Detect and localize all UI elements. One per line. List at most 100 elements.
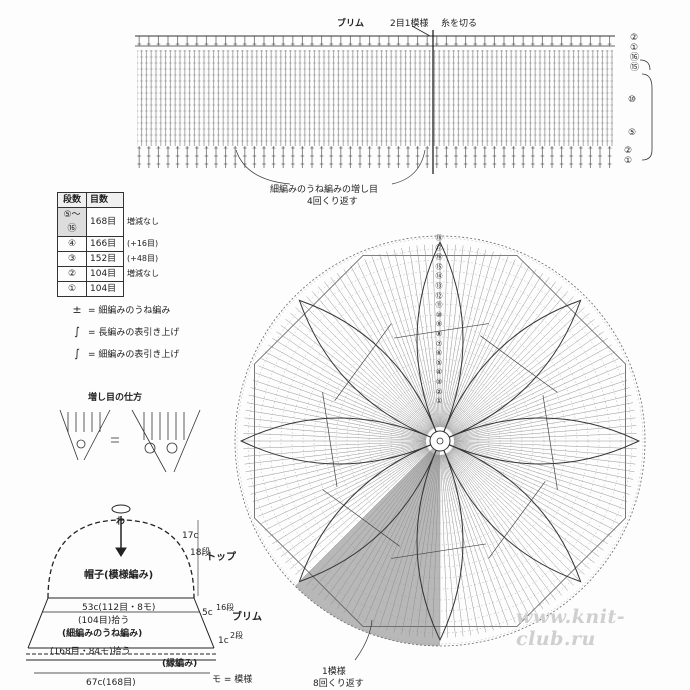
radial-stitch — [416, 245, 439, 428]
radial-stitch — [248, 444, 427, 488]
radial-stitch — [295, 307, 430, 432]
table-row: ③ 152目 (+48目) — [57, 251, 163, 267]
top-row-number: ⑮ — [435, 262, 443, 271]
radial-stitch — [446, 269, 537, 429]
radial-stitch — [276, 448, 429, 551]
radial-stitch — [393, 249, 437, 428]
radial-stitch — [453, 443, 634, 480]
radial-stitch — [350, 453, 434, 617]
radial-stitch — [453, 444, 632, 488]
stitch-row — [346, 347, 534, 535]
bottom-width: 67c(168目) — [86, 678, 136, 688]
symbol-legend: ± = 細編みのうね編み ∫ = 長編みの表引き上げ ∫ = 細編みの表引き上げ — [70, 298, 179, 364]
brim-repeat-note: 4回くり返す — [307, 197, 358, 207]
radial-stitch — [449, 301, 580, 432]
radial-stitch — [449, 450, 580, 581]
radial-stitch — [276, 331, 429, 434]
radial-stitch — [244, 417, 427, 440]
petal-connector — [542, 394, 558, 490]
table-row: ② 104目 増減なし — [57, 266, 163, 282]
legend-item: ∫ = 細編みの表引き上げ — [70, 342, 179, 364]
legend-item: ∫ = 長編みの表引き上げ — [70, 320, 179, 342]
pickup-104: (104目)拾う — [78, 616, 130, 626]
radial-stitch — [452, 365, 622, 436]
radial-stitch — [343, 269, 434, 429]
radial-stitch — [451, 337, 608, 434]
radial-stitch — [336, 273, 433, 430]
petal-outline — [416, 240, 464, 442]
radial-stitch — [453, 409, 635, 440]
brim-label: ブリム — [232, 612, 262, 623]
radial-stitch — [442, 454, 479, 635]
radial-stitch — [324, 452, 432, 601]
radial-stitch — [378, 454, 436, 629]
radial-stitch — [453, 442, 636, 465]
radial-stitch — [440, 454, 448, 638]
radial-stitch — [285, 449, 430, 564]
legend-item: ± = 細編みのうね編み — [70, 298, 179, 320]
radial-stitch — [280, 449, 429, 557]
radial-stitch — [350, 265, 434, 429]
radial-stitch — [446, 453, 530, 617]
radial-stitch — [330, 452, 433, 605]
petal-connector — [480, 335, 558, 393]
top-row-number: ⑬ — [435, 281, 443, 290]
radial-stitch — [450, 307, 585, 432]
radial-stitch — [443, 249, 487, 428]
radial-stitch — [453, 417, 636, 440]
radial-stitch — [446, 453, 537, 613]
increase-method-title: 増し目の仕方 — [88, 393, 143, 403]
radial-stitch — [317, 451, 432, 596]
radial-stitch — [453, 433, 637, 441]
radial-stitch — [453, 379, 628, 437]
radial-stitch — [401, 247, 438, 428]
radial-stitch — [453, 445, 628, 503]
petal-outline — [439, 417, 641, 465]
radial-stitch — [453, 402, 634, 439]
radial-stitch — [408, 246, 439, 428]
fpdc-symbol: ∫ — [74, 324, 80, 338]
top-row-number: ⑦ — [435, 339, 443, 348]
outer-circle — [234, 235, 646, 647]
petal-outline — [439, 440, 582, 583]
pickup-168: (168目・84モ)拾う — [50, 647, 131, 657]
radial-stitch — [306, 451, 431, 586]
radial-stitch — [453, 442, 635, 473]
brim-row-marker-10: ⑩ — [628, 95, 637, 105]
radial-stitch — [378, 253, 436, 428]
radial-stitch — [268, 344, 428, 435]
radial-stitch — [444, 454, 502, 629]
radial-stitch — [443, 454, 494, 631]
radial-stitch — [441, 454, 472, 636]
table-header-rows: 段数 — [57, 192, 87, 208]
radial-stitch — [453, 441, 637, 449]
brim-row-marker-top: ② ① ⑯ ⑮ — [630, 33, 640, 73]
radial-stitch — [448, 452, 556, 601]
radial-stitch — [295, 450, 430, 575]
top-size: 17c — [182, 531, 199, 541]
radial-stitch — [258, 365, 428, 436]
radial-stitch — [244, 442, 427, 465]
radial-stitch — [393, 454, 437, 633]
center-ring — [429, 430, 451, 452]
radial-stitch — [448, 286, 563, 431]
radial-stitch — [243, 441, 427, 449]
radial-stitch — [441, 246, 472, 428]
petal-connector — [391, 543, 487, 559]
radial-stitch — [306, 296, 431, 431]
brim-pattern-label: (細編みのうね編み) — [62, 629, 143, 639]
brim-row-marker-bottom: ② ① — [624, 146, 633, 166]
radial-stitch — [447, 277, 550, 430]
radial-stitch — [250, 444, 427, 495]
petal-connector — [322, 392, 338, 488]
top-row-number: ⑭ — [435, 272, 443, 281]
radial-stitch — [245, 442, 427, 473]
radial-stitch — [453, 444, 630, 495]
radial-stitch — [452, 351, 616, 435]
table-row: ① 104目 — [57, 281, 163, 297]
brim-increase-note: 細編みのうね編みの増し目 — [270, 185, 379, 195]
radial-stitch — [449, 451, 574, 586]
stitch-row — [269, 270, 611, 612]
